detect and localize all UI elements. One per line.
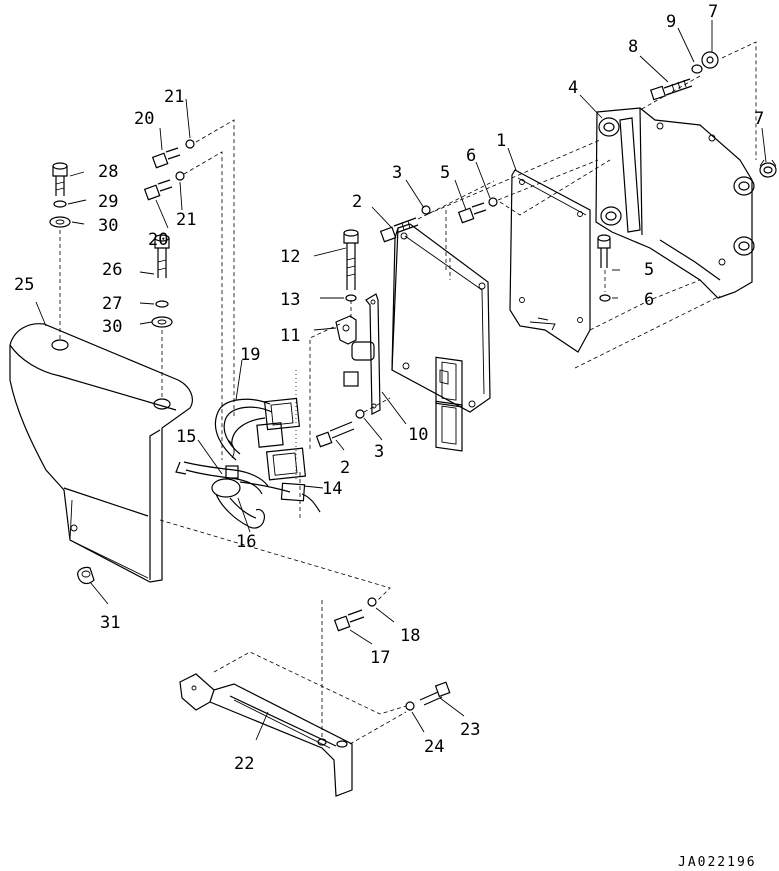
callout-7: 7 — [708, 2, 718, 22]
bolt-20-lower — [143, 179, 173, 201]
callout-3: 3 — [374, 442, 384, 462]
controller-unit — [391, 223, 491, 452]
callout-9: 9 — [666, 12, 676, 32]
callout-21: 21 — [176, 210, 196, 230]
washer-3-lower — [355, 409, 365, 419]
washer-9 — [691, 64, 703, 74]
callout-4: 4 — [568, 78, 578, 98]
washer-30-right — [151, 316, 173, 328]
cover-25 — [9, 323, 193, 583]
callout-2: 2 — [340, 458, 350, 478]
callout-13: 13 — [280, 290, 300, 310]
callout-30: 30 — [98, 216, 118, 236]
callout-8: 8 — [628, 37, 638, 57]
callout-26: 26 — [102, 260, 122, 280]
washer-18 — [367, 597, 377, 607]
drawing-code: JA022196 — [678, 855, 757, 870]
grommet-7-top — [701, 51, 719, 69]
callout-18: 18 — [400, 626, 420, 646]
callout-6: 6 — [466, 146, 476, 166]
callout-19: 19 — [240, 345, 260, 365]
bolt-8 — [649, 78, 693, 101]
washer-21-upper — [185, 139, 195, 149]
callout-3: 3 — [392, 163, 402, 183]
callout-21: 21 — [164, 87, 184, 107]
bolt-2-lower — [315, 421, 355, 448]
washer-27 — [155, 300, 169, 308]
wiring-harness-19 — [175, 397, 321, 529]
callout-6: 6 — [644, 290, 654, 310]
callout-5: 5 — [440, 163, 450, 183]
bolt-5-upper — [457, 202, 487, 224]
plate-1 — [509, 169, 591, 353]
callout-15: 15 — [176, 427, 196, 447]
washer-6-upper — [488, 197, 498, 207]
washer-30-left — [49, 216, 71, 228]
callout-1: 1 — [496, 131, 506, 151]
callout-27: 27 — [102, 294, 122, 314]
callout-25: 25 — [14, 275, 34, 295]
callout-30: 30 — [102, 317, 122, 337]
callout-14: 14 — [322, 479, 342, 499]
washer-29 — [53, 200, 67, 208]
callout-17: 17 — [370, 648, 390, 668]
callout-5: 5 — [644, 260, 654, 280]
leader-lines — [35, 20, 767, 741]
assembly-lines — [59, 41, 757, 745]
bracket-plate-4 — [595, 107, 755, 299]
bolt-28 — [52, 162, 68, 196]
callout-31: 31 — [100, 613, 120, 633]
bolt-23 — [419, 681, 451, 706]
callout-11: 11 — [280, 326, 300, 346]
callout-16: 16 — [236, 532, 256, 552]
callout-10: 10 — [408, 425, 428, 445]
grommet-7-right — [759, 159, 777, 178]
callout-labels: 1 2 3 4 5 6 5 6 7 7 8 9 10 11 12 13 2 3 … — [14, 2, 764, 774]
callout-29: 29 — [98, 192, 118, 212]
callout-28: 28 — [98, 162, 118, 182]
lower-bracket-22 — [179, 673, 353, 797]
washer-21-lower — [175, 171, 185, 181]
callout-23: 23 — [460, 720, 480, 740]
callout-7: 7 — [754, 109, 764, 129]
grommet-31 — [77, 566, 95, 585]
bolt-2-upper — [379, 217, 419, 243]
bolt-26 — [154, 234, 170, 278]
cable-bracket-10 — [343, 293, 381, 415]
clamp-11 — [335, 315, 357, 345]
bolt-12 — [343, 229, 359, 290]
callout-20: 20 — [148, 230, 168, 250]
washer-24 — [405, 701, 415, 711]
washer-6-lower — [599, 294, 611, 302]
callout-22: 22 — [234, 754, 254, 774]
bolt-5-lower — [597, 234, 611, 268]
washer-3-upper — [421, 205, 431, 215]
bolt-20-upper — [151, 147, 181, 169]
callout-24: 24 — [424, 737, 444, 757]
callout-20: 20 — [134, 109, 154, 129]
callout-2: 2 — [352, 192, 362, 212]
callout-12: 12 — [280, 247, 300, 267]
bolt-17 — [333, 609, 365, 632]
